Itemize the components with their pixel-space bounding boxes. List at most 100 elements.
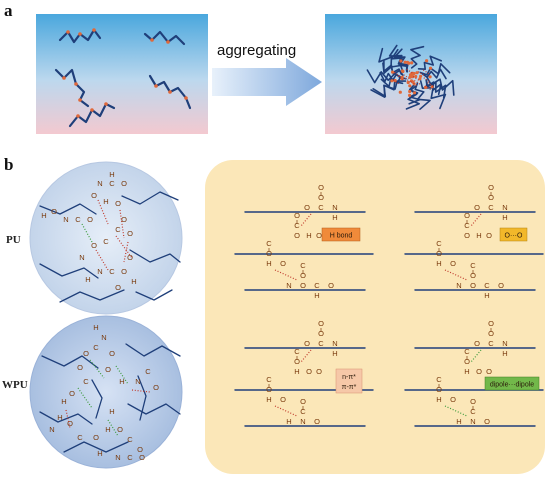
- interaction-dots: [81, 223, 93, 243]
- motif-atom-label: O: [486, 231, 492, 240]
- chain-node: [408, 84, 412, 88]
- motif-atom-label: H: [476, 231, 481, 240]
- chain-node: [412, 91, 417, 95]
- interaction-dots: [412, 76, 420, 82]
- interaction-dots: [424, 85, 432, 91]
- wpu-atom-label: C: [93, 343, 99, 352]
- pu-atom-label: H: [103, 197, 108, 206]
- interaction-dots: [123, 241, 129, 263]
- polymer-chain: [393, 48, 409, 71]
- interaction-dots: [406, 68, 414, 74]
- polymer-chain: [419, 62, 451, 76]
- motif-atom-label: O: [436, 249, 442, 258]
- motif-atom-label: C: [464, 347, 470, 356]
- motif-atom-label: N: [502, 339, 507, 348]
- chain-node: [411, 80, 415, 84]
- wpu-atom-label: N: [115, 453, 120, 462]
- motif-atom-label: O: [306, 367, 312, 376]
- motif-atom-label: H: [314, 291, 319, 300]
- motif-atom-label: N: [470, 417, 475, 426]
- polymer-chain: [63, 441, 129, 453]
- pu-atom-label: O: [121, 267, 127, 276]
- interaction-dots: [392, 79, 400, 85]
- chain-node: [104, 102, 108, 106]
- wpu-atom-label: O: [137, 445, 143, 454]
- motif-atom-label: O: [470, 271, 476, 280]
- motif-atom-label: C: [294, 221, 300, 230]
- chain-node: [400, 75, 404, 79]
- motif-atom-label: O: [304, 339, 310, 348]
- pu-atom-label: C: [115, 225, 121, 234]
- wpu-atom-label: C: [127, 435, 133, 444]
- pu-atom-label: O: [115, 199, 121, 208]
- chain-node: [418, 77, 422, 81]
- chain-node: [428, 66, 433, 70]
- polymer-chain: [127, 403, 181, 415]
- chain-node: [398, 90, 402, 94]
- motif-atom-label: C: [294, 347, 300, 356]
- wpu-atom-label: N: [49, 425, 54, 434]
- dispersed-chains-box: [36, 14, 208, 134]
- wpu-atom-label: O: [117, 425, 123, 434]
- pu-circle: [29, 161, 183, 315]
- interaction-dots: [274, 405, 298, 417]
- motif-atom-label: O: [470, 397, 476, 406]
- interaction-dots: [89, 359, 105, 379]
- interaction-dots: [77, 387, 93, 409]
- motif-atom-label: C: [470, 407, 476, 416]
- interaction-dots: [444, 405, 468, 417]
- chain-node: [410, 61, 414, 65]
- interaction-dots: [422, 69, 430, 75]
- motif-atom-label: O: [280, 395, 286, 404]
- polymer-chain: [39, 411, 93, 425]
- chain-node: [390, 79, 394, 83]
- pu-atom-label: C: [103, 237, 109, 246]
- h-bond-badge-label: H bond: [330, 233, 353, 240]
- motif-atom-label: O: [266, 249, 272, 258]
- pu-atom-label: O: [121, 215, 127, 224]
- polymer-chain: [129, 249, 181, 263]
- motif-atom-label: H: [456, 417, 461, 426]
- motif-atom-label: H: [464, 367, 469, 376]
- motif-atom-label: O: [266, 385, 272, 394]
- motif-atom-label: O: [474, 339, 480, 348]
- motif-atom-label: O: [300, 397, 306, 406]
- motif-atom-label: C: [300, 261, 306, 270]
- motif-atom-label: H: [332, 213, 337, 222]
- interaction-dots: [119, 209, 125, 239]
- interaction-dots: [95, 249, 109, 271]
- motif-atom-label: O: [294, 211, 300, 220]
- pu-atom-label: O: [121, 179, 127, 188]
- motif-atom-label: N: [332, 339, 337, 348]
- motif-atom-label: H: [294, 367, 299, 376]
- wpu-atom-label: C: [127, 453, 133, 462]
- motif-atom-label: N: [300, 417, 305, 426]
- motif-atom-label: O: [488, 319, 494, 328]
- wpu-atom-label: O: [109, 349, 115, 358]
- chain-node: [78, 32, 82, 36]
- polymer-chain: [39, 203, 97, 215]
- pu-atom-label: O: [127, 253, 133, 262]
- motif-atom-label: H: [286, 417, 291, 426]
- interaction-dots: [274, 269, 298, 281]
- wpu-atom-label: O: [105, 365, 111, 374]
- chain-node: [90, 108, 94, 112]
- motif-atom-label: H: [266, 259, 271, 268]
- wpu-atom-label: H: [57, 413, 62, 422]
- motif-atom-label: N: [502, 203, 507, 212]
- motif-atom-label: O: [318, 183, 324, 192]
- panel-a-letter: a: [4, 1, 13, 20]
- polymer-chain: [419, 80, 447, 110]
- polymer-chain: [39, 263, 99, 279]
- chain-node: [92, 28, 96, 32]
- chain-node: [407, 61, 411, 65]
- polymer-chain: [410, 45, 425, 69]
- interaction-dots: [423, 77, 431, 83]
- pu-atom-label: N: [79, 253, 84, 262]
- polymer-chain: [417, 55, 443, 70]
- pu-atom-label: H: [85, 275, 90, 284]
- polymer-chain: [378, 47, 404, 73]
- panel-b-letter: b: [4, 155, 13, 174]
- motif-atom-label: C: [436, 239, 442, 248]
